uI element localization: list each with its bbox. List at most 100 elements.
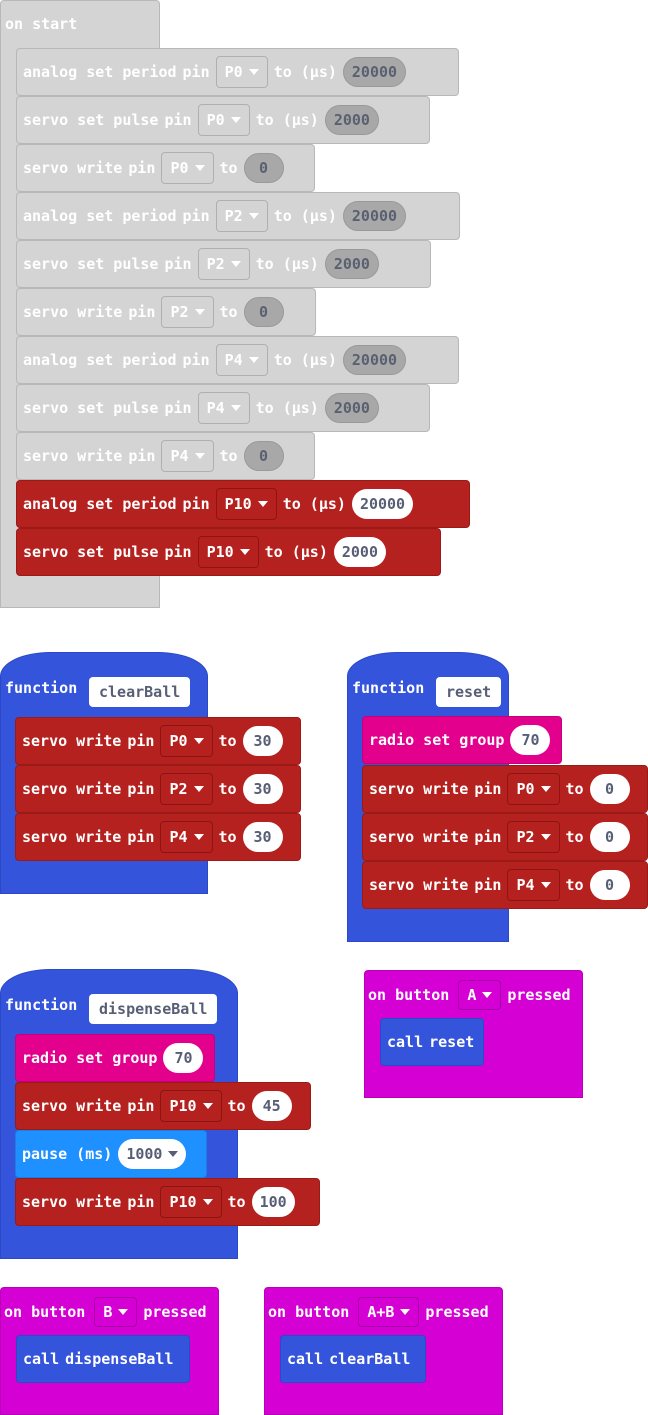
pin-dropdown[interactable]: P2 (507, 821, 560, 853)
pin-dropdown[interactable]: P4 (161, 440, 214, 472)
block-label: servo write (23, 447, 123, 465)
servo-write-label: servo write (22, 1193, 122, 1211)
value-input[interactable]: 20000 (342, 345, 407, 375)
value-input[interactable]: 2000 (324, 105, 379, 135)
to-label: to (565, 876, 584, 894)
value-input[interactable]: 2000 (333, 537, 386, 567)
button-dropdown[interactable]: B (94, 1297, 138, 1327)
value-input[interactable]: 0 (589, 822, 630, 852)
block-label: analog set period (23, 351, 177, 369)
pin-dropdown[interactable]: P0 (160, 725, 213, 757)
value-input[interactable]: 2000 (324, 249, 379, 279)
function-keyword: function (5, 996, 78, 1014)
servo-row-block[interactable]: servo write pin P2 to 0 (362, 813, 648, 861)
value-input[interactable]: 20000 (351, 489, 414, 519)
call-target: reset (429, 1033, 475, 1051)
value-input[interactable]: 100 (251, 1187, 295, 1217)
button-dropdown[interactable]: A (458, 980, 502, 1010)
event-suffix: pressed (507, 986, 571, 1004)
pin-dropdown[interactable]: P2 (161, 296, 214, 328)
value-input[interactable]: 0 (589, 774, 630, 804)
event-label: on button (4, 1303, 86, 1321)
value-input[interactable]: 0 (243, 441, 284, 471)
servo-write-block[interactable]: servo write pin P10 to 45 (15, 1082, 311, 1130)
servo-write-block[interactable]: servo write pin P10 to 100 (15, 1178, 320, 1226)
pin-label: pin (127, 828, 155, 846)
pause-duration-dropdown[interactable]: 1000 (118, 1139, 187, 1169)
pin-dropdown[interactable]: P4 (215, 344, 268, 376)
pin-dropdown[interactable]: P10 (197, 536, 259, 568)
value-input[interactable]: 30 (242, 774, 283, 804)
function-keyword: function (5, 679, 78, 697)
value-input[interactable]: 0 (243, 297, 284, 327)
radio-set-group-block[interactable]: radio set group 70 (362, 716, 562, 764)
to-label: to (565, 780, 584, 798)
pin-dropdown[interactable]: P2 (160, 773, 213, 805)
value-input[interactable]: 0 (243, 153, 284, 183)
pin-label: pin (128, 303, 156, 321)
pin-dropdown[interactable]: P4 (197, 392, 250, 424)
block-label: servo write (369, 828, 469, 846)
value-input[interactable]: 45 (251, 1091, 292, 1121)
group-value-input[interactable]: 70 (510, 725, 551, 755)
call-dispenseball-block[interactable]: call dispenseBall (16, 1335, 190, 1383)
call-label: call (287, 1350, 324, 1368)
to-label: to (565, 828, 584, 846)
to-label: to (227, 1193, 246, 1211)
pause-block[interactable]: pause (ms) 1000 (15, 1130, 207, 1178)
pin-dropdown[interactable]: P10 (160, 1090, 222, 1122)
to-label: to (227, 1097, 246, 1115)
pin-dropdown[interactable]: P4 (160, 821, 213, 853)
call-reset-block[interactable]: call reset (380, 1018, 484, 1066)
pin-label: pin (164, 399, 192, 417)
to-label: to (218, 828, 237, 846)
function-name-field[interactable]: reset (436, 677, 502, 707)
radio-label: radio set group (369, 731, 505, 749)
pin-dropdown[interactable]: P0 (161, 152, 214, 184)
pin-dropdown[interactable]: P0 (507, 773, 560, 805)
to-label: to (219, 159, 238, 177)
radio-set-group-block[interactable]: radio set group 70 (15, 1034, 215, 1082)
call-clearball-block[interactable]: call clearBall (280, 1335, 426, 1383)
value-input[interactable]: 30 (242, 726, 283, 756)
pin-dropdown[interactable]: P4 (507, 869, 560, 901)
function-keyword: function (352, 679, 425, 697)
pin-label: pin (128, 159, 156, 177)
pin-label: pin (474, 828, 502, 846)
pin-dropdown[interactable]: P0 (197, 104, 250, 136)
pin-dropdown[interactable]: P10 (160, 1186, 222, 1218)
value-input[interactable]: 2000 (324, 393, 379, 423)
pin-label: pin (182, 351, 210, 369)
button-dropdown[interactable]: A+B (358, 1297, 420, 1327)
value-input[interactable]: 20000 (342, 57, 407, 87)
pin-dropdown[interactable]: P2 (197, 248, 250, 280)
function-name-field[interactable]: clearBall (89, 677, 191, 707)
value-input[interactable]: 0 (589, 870, 630, 900)
block-label: servo set pulse (23, 543, 159, 561)
function-name-field[interactable]: dispenseBall (89, 994, 218, 1024)
call-target: clearBall (329, 1350, 411, 1368)
radio-label: radio set group (22, 1049, 158, 1067)
value-input[interactable]: 30 (242, 822, 283, 852)
group-value-input[interactable]: 70 (163, 1043, 204, 1073)
pin-dropdown[interactable]: P0 (215, 56, 268, 88)
value-input[interactable]: 20000 (342, 201, 407, 231)
pin-dropdown[interactable]: P10 (215, 488, 277, 520)
pin-dropdown[interactable]: P2 (215, 200, 268, 232)
